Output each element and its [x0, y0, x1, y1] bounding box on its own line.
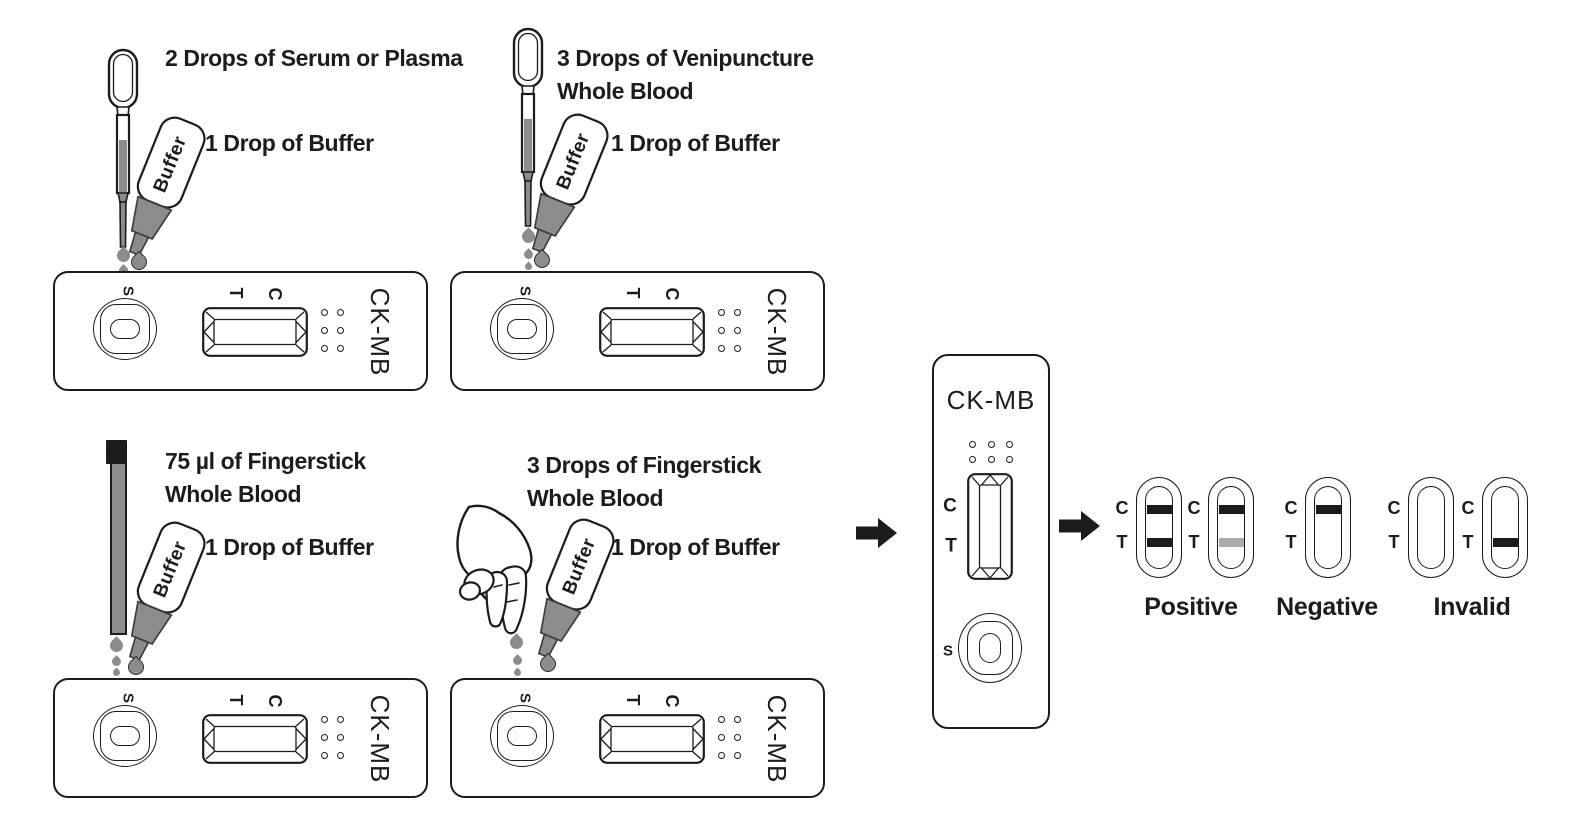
control-line-label: C — [662, 694, 682, 708]
result-window — [202, 714, 308, 764]
control-line-label: C — [943, 495, 957, 517]
test-line-label: T — [1116, 532, 1128, 552]
step4-buffer-label: 1 Drop of Buffer — [611, 534, 780, 560]
buffer-bottle: Buffer — [531, 113, 609, 254]
test-cassette-horizontal: S T C CK-MB — [450, 678, 825, 798]
control-line — [1315, 505, 1341, 514]
control-line-label: C — [1187, 498, 1201, 518]
result-window-invalid-1: C T — [1388, 477, 1454, 578]
cassette-name: CK-MB — [946, 385, 1036, 415]
control-line-label: C — [1461, 498, 1475, 518]
test-line — [1146, 538, 1172, 547]
buffer-bottle: Buffer — [128, 116, 206, 257]
test-line-label: T — [226, 287, 246, 299]
step3-buffer-label: 1 Drop of Buffer — [205, 534, 374, 560]
buffer-bottle: Buffer — [537, 518, 615, 659]
test-cassette-horizontal: S T C CK-MB — [53, 678, 428, 798]
cassette-name: CK-MB — [365, 694, 395, 784]
control-line — [1218, 505, 1244, 514]
cassette-name: CK-MB — [762, 287, 792, 377]
sample-well-label: S — [516, 692, 534, 704]
step3-title-line2: Whole Blood — [165, 481, 302, 507]
control-line-label: C — [265, 694, 285, 708]
test-line-label: T — [1285, 532, 1297, 552]
cassette-name: CK-MB — [365, 287, 395, 377]
sample-well-label: S — [516, 285, 534, 297]
step1-title: 2 Drops of Serum or Plasma — [165, 45, 463, 71]
test-line-label: T — [945, 535, 957, 557]
capillary-tube-cap — [106, 440, 127, 464]
test-cassette-horizontal: S T C CK-MB — [53, 271, 428, 391]
step4-title-line2: Whole Blood — [527, 485, 664, 511]
control-line-label: C — [265, 287, 285, 301]
cassette-name: CK-MB — [762, 694, 792, 784]
sample-well-label: S — [942, 642, 954, 660]
step3-title-line1: 75 µl of Fingerstick — [165, 448, 366, 474]
test-cassette-vertical: CK-MB C T S — [932, 354, 1050, 729]
step2-title-line2: Whole Blood — [557, 78, 694, 104]
test-line-label: T — [226, 694, 246, 706]
control-line — [1146, 505, 1172, 514]
hand-fingerstick-icon — [456, 504, 533, 635]
control-line-label: C — [662, 287, 682, 301]
sample-well-label: S — [119, 692, 137, 704]
test-line-label: T — [623, 694, 643, 706]
result-label-negative: Negative — [1276, 593, 1378, 621]
test-line-faint — [1218, 538, 1244, 547]
control-line-label: C — [1284, 498, 1298, 518]
result-window-positive-2: C T — [1188, 477, 1254, 578]
result-label-invalid: Invalid — [1433, 593, 1511, 621]
test-line — [1492, 538, 1518, 547]
capillary-tube — [110, 462, 127, 635]
result-label-positive: Positive — [1144, 593, 1238, 621]
result-window — [202, 307, 308, 357]
buffer-bottle: Buffer — [128, 521, 206, 662]
result-window-negative: C T — [1285, 477, 1351, 578]
control-line-label: C — [1387, 498, 1401, 518]
result-window-positive-1: C T — [1116, 477, 1182, 578]
flow-arrow-icon — [856, 518, 897, 548]
result-window — [967, 473, 1013, 580]
result-window-invalid-2: C T — [1462, 477, 1528, 578]
result-window — [599, 714, 705, 764]
sample-well-label: S — [119, 285, 137, 297]
dropper-icon — [512, 27, 544, 227]
control-line-label: C — [1115, 498, 1129, 518]
step2-title-line1: 3 Drops of Venipuncture — [557, 45, 814, 71]
test-cassette-horizontal: S T C CK-MB — [450, 271, 825, 391]
test-line-label: T — [1188, 532, 1200, 552]
test-line-label: T — [1388, 532, 1400, 552]
step4-title-line1: 3 Drops of Fingerstick — [527, 452, 762, 478]
step1-buffer-label: 1 Drop of Buffer — [205, 130, 374, 156]
flow-arrow-icon — [1059, 511, 1100, 541]
step2-buffer-label: 1 Drop of Buffer — [611, 130, 780, 156]
dropper-icon — [107, 48, 139, 248]
test-line-label: T — [623, 287, 643, 299]
test-line-label: T — [1462, 532, 1474, 552]
result-window — [599, 307, 705, 357]
